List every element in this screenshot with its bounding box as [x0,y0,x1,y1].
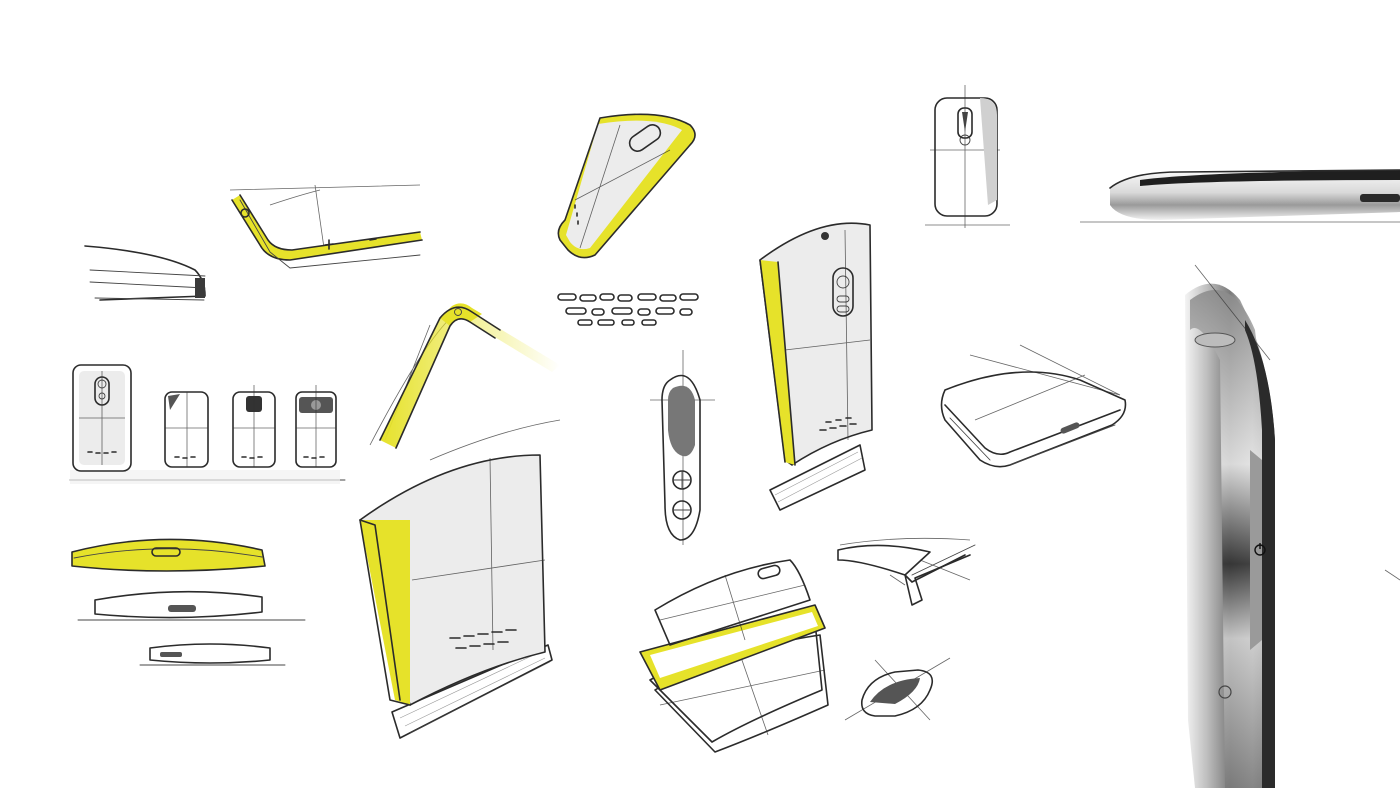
phone-backs-row [69,364,346,484]
exploded-layers-sketch [639,559,829,753]
home-button [1218,685,1232,699]
profile-stack [71,538,306,666]
phone-back-4 [295,385,337,468]
tilted-phone-sketch [557,113,696,259]
power-icon [1254,543,1266,556]
phone-back-small-top [925,85,1010,228]
side-profile-sketch [84,245,206,301]
standing-phone-large [359,454,553,739]
phone-back-2 [164,391,209,468]
standing-phone-yellow [759,222,873,511]
camera-lens-icon [240,208,250,218]
slim-side-sketch [650,350,715,545]
button-detail-sketch [844,657,951,721]
corner-arm-sketch [369,303,561,461]
angled-phone-corner [940,344,1127,468]
button-options-row [557,293,699,326]
metal-side-rendering [1185,264,1400,788]
phone-back-3 [232,385,276,468]
metal-top-rendering [1080,169,1400,223]
minus-icon [369,238,377,241]
phone-back-yellow [72,364,132,472]
edge-profile-detail [837,537,976,606]
plus-icon [324,239,334,250]
yellow-bumper [232,195,422,260]
power-icon [454,308,462,316]
corner-edge-sketch [229,184,423,269]
